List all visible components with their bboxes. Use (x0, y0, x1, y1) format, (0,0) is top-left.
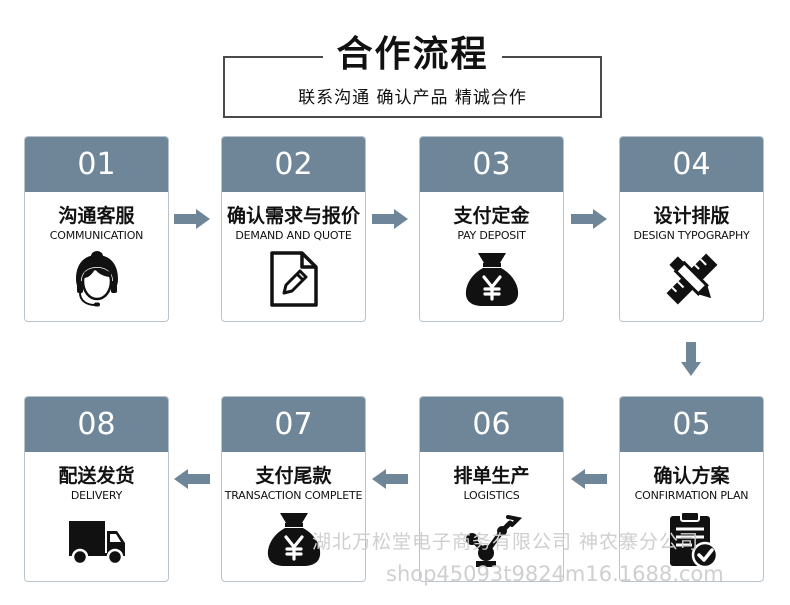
step-title: 确认方案 (653, 465, 730, 487)
step-number: 05 (620, 397, 763, 452)
arrow-right-icon (174, 209, 210, 229)
page-subtitle: 联系沟通 确认产品 精诚合作 (298, 88, 527, 108)
step-card-02: 02 确认需求与报价 DEMAND AND QUOTE (221, 136, 366, 322)
step-title: 确认需求与报价 (226, 205, 360, 227)
arrow-down-icon (681, 342, 701, 376)
ruler-pencil-icon (666, 253, 718, 305)
money-bag-icon (465, 253, 519, 306)
step-subtitle: CONFIRMATION PLAN (634, 489, 749, 502)
arrow-left-icon (174, 469, 210, 489)
step-number: 06 (420, 397, 563, 452)
arrow-right-icon (571, 209, 607, 229)
step-card-06: 06 排单生产 LOGISTICS (419, 396, 564, 582)
step-subtitle: TRANSACTION COMPLETE (224, 489, 363, 502)
step-card-07: 07 支付尾款 TRANSACTION COMPLETE (221, 396, 366, 582)
step-card-04: 04 设计排版 DESIGN TYPOGRAPHY (619, 136, 764, 322)
arrow-right-icon (372, 209, 408, 229)
page-title: 合作流程 (336, 34, 489, 75)
title-frame (223, 56, 602, 118)
step-card-08: 08 配送发货 DELIVERY (24, 396, 169, 582)
step-card-01: 01 沟通客服 COMMUNICATION (24, 136, 169, 322)
watermark-company: 湖北万松堂电子商务有限公司 神农寨分公司 (312, 531, 700, 553)
robotic-arm-icon (466, 515, 522, 567)
step-title: 支付尾款 (255, 465, 332, 487)
step-subtitle: COMMUNICATION (49, 229, 144, 242)
step-subtitle: PAY DEPOSIT (457, 229, 526, 242)
money-bag-icon (267, 513, 321, 566)
arrow-left-icon (372, 469, 408, 489)
step-subtitle: LOGISTICS (463, 489, 520, 502)
step-title: 沟通客服 (58, 205, 135, 227)
step-title: 排单生产 (453, 465, 530, 487)
customer-service-icon (76, 251, 118, 307)
step-number: 08 (25, 397, 168, 452)
step-card-03: 03 支付定金 PAY DEPOSIT (419, 136, 564, 322)
step-number: 01 (25, 137, 168, 192)
arrow-left-icon (571, 469, 607, 489)
clipboard-check-icon (670, 511, 719, 569)
step-card-05: 05 确认方案 CONFIRMATION PLAN (619, 396, 764, 582)
watermark-url: shop45093t9824m16.1688.com (386, 562, 724, 586)
step-subtitle: DELIVERY (70, 489, 123, 502)
step-number: 04 (620, 137, 763, 192)
step-title: 支付定金 (453, 205, 530, 227)
step-number: 03 (420, 137, 563, 192)
step-subtitle: DESIGN TYPOGRAPHY (633, 229, 750, 242)
delivery-truck-icon (69, 521, 125, 566)
document-edit-icon (270, 251, 318, 307)
step-title: 设计排版 (653, 205, 730, 227)
step-title: 配送发货 (58, 465, 135, 487)
step-number: 02 (222, 137, 365, 192)
step-subtitle: DEMAND AND QUOTE (235, 229, 352, 242)
step-number: 07 (222, 397, 365, 452)
